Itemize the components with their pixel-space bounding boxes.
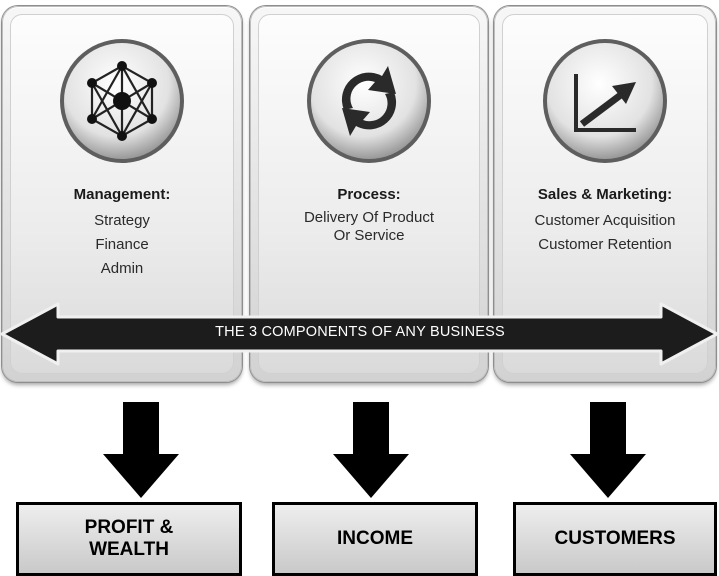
management-title: Management: (73, 186, 171, 203)
sales-line-retention: Customer Retention (538, 236, 672, 253)
customers-box: CUSTOMERS (513, 502, 717, 576)
profit-wealth-box: PROFIT & WEALTH (16, 502, 242, 576)
management-line-admin: Admin (100, 260, 144, 277)
customers-label: CUSTOMERS (554, 528, 676, 549)
profit-wealth-label: PROFIT & WEALTH (85, 517, 174, 561)
sales-line-acquisition: Customer Acquisition (534, 212, 676, 229)
management-line-strategy: Strategy (94, 212, 150, 229)
process-text: Process: Delivery Of Product Or Service (250, 186, 488, 245)
down-arrow-icon (103, 402, 179, 498)
process-line-1: Delivery Of Product (303, 209, 435, 226)
process-line-2: Or Service (333, 227, 405, 244)
banner-text: THE 3 COMPONENTS OF ANY BUSINESS (215, 324, 505, 340)
profit-label-line2: WEALTH (89, 539, 169, 560)
down-arrow-icon (570, 402, 646, 498)
growth-chart-icon (540, 36, 670, 166)
network-hexagon-icon (57, 36, 187, 166)
profit-label-line1: PROFIT & (84, 517, 174, 538)
refresh-cycle-icon (304, 36, 434, 166)
income-box: INCOME (272, 502, 478, 576)
management-text: Management: Strategy Finance Admin (2, 186, 242, 281)
income-label: INCOME (337, 528, 413, 549)
management-line-finance: Finance (95, 236, 149, 253)
sales-text: Sales & Marketing: Customer Acquisition … (494, 186, 716, 257)
double-arrow-banner (0, 302, 719, 366)
down-arrow-icon (333, 402, 409, 498)
sales-title: Sales & Marketing: (537, 186, 673, 203)
process-title: Process: (337, 186, 401, 203)
